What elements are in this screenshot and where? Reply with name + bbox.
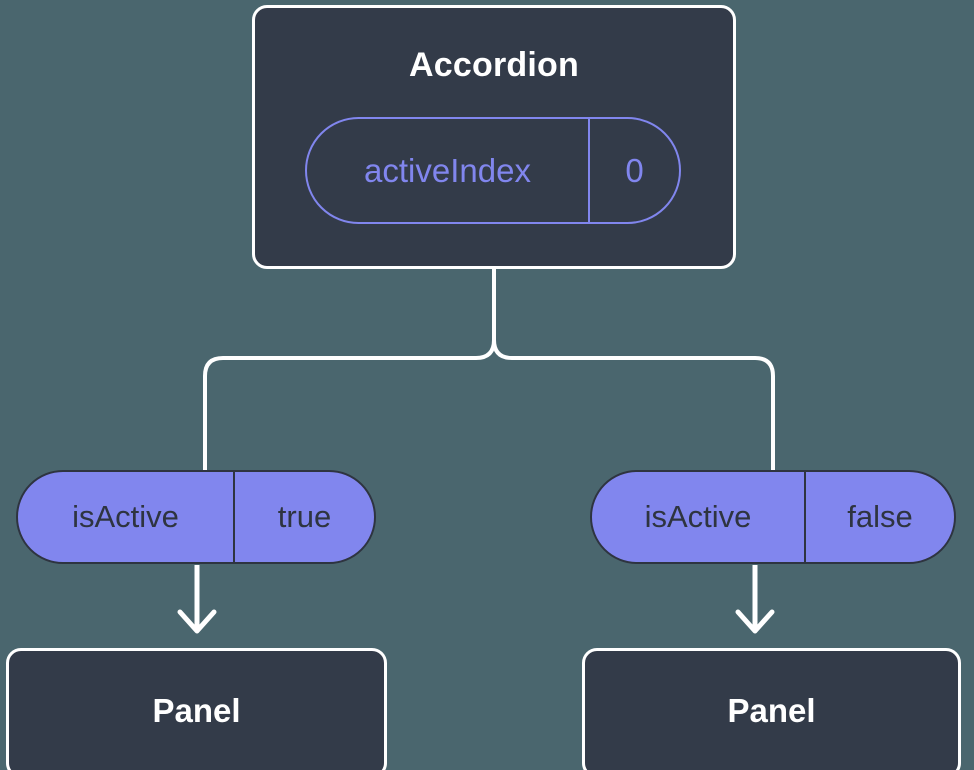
arrow-head-left — [177, 609, 217, 634]
prop-pill-key: isActive — [592, 472, 806, 562]
state-pill-key: activeIndex — [307, 119, 590, 222]
prop-pill-value: true — [277, 499, 332, 534]
prop-pill-isactive-true[interactable]: isActive true — [16, 470, 376, 564]
accordion-node-label: Accordion — [409, 46, 579, 84]
state-pill-value: 0 — [625, 151, 644, 189]
panel-component-node-left[interactable]: Panel — [6, 648, 387, 770]
prop-pill-isactive-false[interactable]: isActive false — [590, 470, 956, 564]
panel-node-label: Panel — [727, 692, 816, 729]
panel-component-node-right[interactable]: Panel — [582, 648, 961, 770]
panel-node-label: Panel — [152, 692, 241, 729]
prop-pill-value: false — [847, 499, 913, 534]
state-pill-activeindex[interactable]: activeIndex 0 — [305, 117, 681, 224]
arrow-head-right — [735, 609, 775, 634]
tree-branch-connector — [203, 267, 496, 472]
prop-pill-key: isActive — [18, 472, 235, 562]
tree-branch-connector-right — [492, 267, 775, 472]
